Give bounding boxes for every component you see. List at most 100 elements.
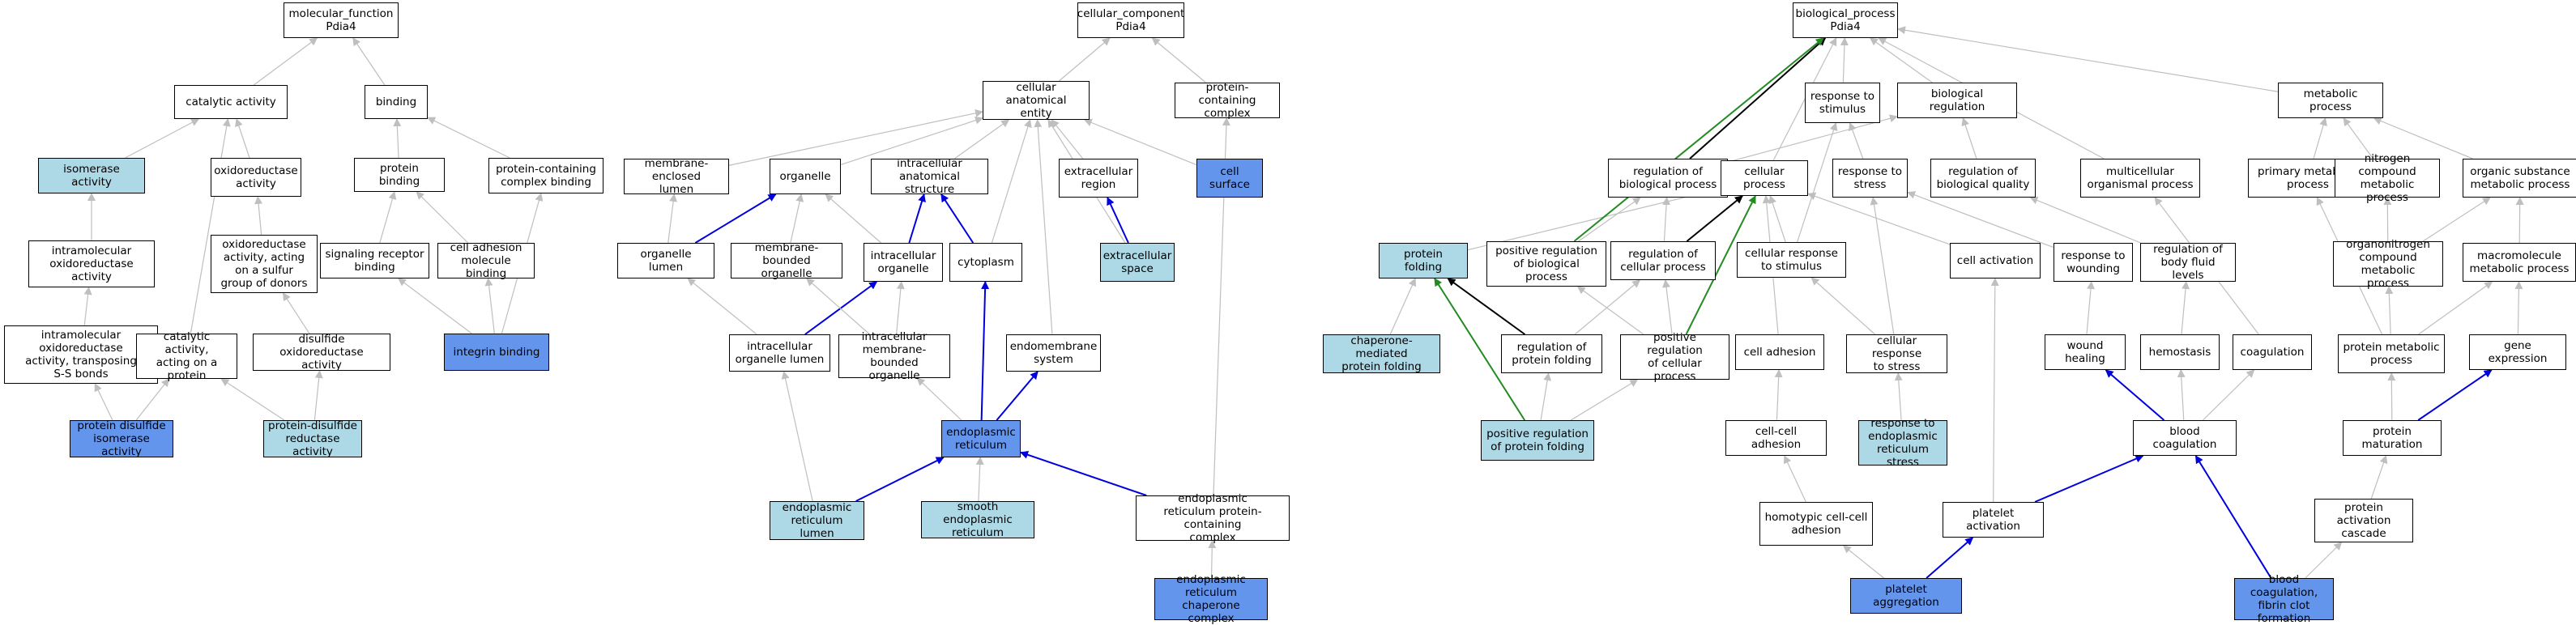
go-term-node-reg-bio-quality[interactable]: regulation of biological quality xyxy=(1930,159,2036,198)
go-term-node-endomembrane[interactable]: endomembrane system xyxy=(1006,334,1101,372)
go-term-node-organonitrogen[interactable]: organonitrogen compound metabolic proces… xyxy=(2333,238,2443,290)
go-term-node-intracellular-structure[interactable]: intracellular anatomical structure xyxy=(871,157,988,196)
go-term-node-protein-metabolic[interactable]: protein metabolic process xyxy=(2338,334,2445,373)
go-term-node-cae[interactable]: cellular anatomical entity xyxy=(983,81,1090,120)
go-term-node-pc-complex-binding[interactable]: protein-containing complex binding xyxy=(488,158,603,193)
go-term-node-membrane-enclosed[interactable]: membrane-enclosed lumen xyxy=(624,157,729,196)
go-term-node-mf-root[interactable]: molecular_function Pdia4 xyxy=(284,2,399,38)
edge-membrane_enclosed-to-cae xyxy=(728,108,983,166)
go-term-node-organelle-lumen[interactable]: organelle lumen xyxy=(617,243,714,278)
go-term-node-protein-folding[interactable]: protein folding xyxy=(1379,243,1468,278)
go-term-node-er-chaperone[interactable]: endoplasmic reticulum chaperone complex xyxy=(1154,573,1268,625)
go-term-node-bp-root[interactable]: biological_process Pdia4 xyxy=(1793,2,1898,38)
go-term-node-cell-adhesion-binding[interactable]: cell adhesion molecule binding xyxy=(437,241,535,280)
go-term-node-protein-maturation[interactable]: protein maturation xyxy=(2343,420,2442,456)
go-term-node-protein-binding[interactable]: protein binding xyxy=(354,158,445,192)
edge-homotypic-to-cell_cell_adhesion xyxy=(1784,455,1806,503)
go-term-node-extracellular-region[interactable]: extracellular region xyxy=(1059,159,1138,198)
edge-extracellular_region-to-cae xyxy=(1051,119,1084,159)
go-term-node-pos-reg-protein-folding[interactable]: positive regulation of protein folding xyxy=(1481,420,1594,461)
go-term-node-organic-substance[interactable]: organic substance metabolic process xyxy=(2463,159,2576,198)
go-term-node-pos-reg-bio[interactable]: positive regulation of biological proces… xyxy=(1486,241,1606,287)
go-term-node-cell-cell-adhesion[interactable]: cell-cell adhesion xyxy=(1725,420,1827,456)
edge-resp_wounding-to-response_stress xyxy=(1907,191,2054,249)
go-term-node-catalytic[interactable]: catalytic activity xyxy=(174,85,288,119)
go-term-node-homotypic[interactable]: homotypic cell-cell adhesion xyxy=(1759,502,1873,546)
edge-response_stress-to-response_stimulus xyxy=(1849,122,1864,159)
go-term-node-response-stimulus[interactable]: response to stimulus xyxy=(1805,83,1880,123)
go-term-node-reg-cellular[interactable]: regulation of cellular process xyxy=(1610,241,1716,280)
go-term-node-pd-reductase[interactable]: protein-disulfide reductase activity xyxy=(263,419,362,458)
edge-pos_reg_bio-to-bp_root xyxy=(1573,37,1824,242)
edge-protein_folding-to-cellular_process xyxy=(1467,186,1721,251)
go-term-node-coagulation[interactable]: coagulation xyxy=(2233,334,2312,370)
go-term-node-hemostasis[interactable]: hemostasis xyxy=(2140,334,2220,370)
go-term-node-oxido-sulfur[interactable]: oxidoreductase activity, acting on a sul… xyxy=(211,235,318,293)
edge-reg_protein_folding-to-protein_folding xyxy=(1447,278,1526,335)
go-term-node-reg-body-fluid[interactable]: regulation of body fluid levels xyxy=(2140,243,2236,282)
go-term-node-cell-resp-stress[interactable]: cellular response to stress xyxy=(1846,334,1947,373)
go-term-node-signaling-receptor[interactable]: signaling receptor binding xyxy=(320,243,429,278)
edge-platelet_activation-to-blood_coagulation xyxy=(2034,454,2144,503)
go-term-node-catalytic-protein[interactable]: catalytic activity, acting on a protein xyxy=(136,330,237,382)
go-term-node-oxidoreductase[interactable]: oxidoreductase activity xyxy=(211,158,301,197)
edge-intracellular_structure-to-cae xyxy=(953,119,1010,159)
edge-endomembrane-to-cae xyxy=(1034,119,1053,335)
go-term-node-response-stress[interactable]: response to stress xyxy=(1832,159,1908,198)
go-term-node-pc-complex[interactable]: protein-containing complex xyxy=(1175,81,1280,120)
edge-fibrin_clot-to-protein_activation_cascade xyxy=(2305,542,2343,579)
go-term-node-resp-er-stress[interactable]: response to endoplasmic reticulum stress xyxy=(1858,417,1947,469)
go-term-node-gene-expression[interactable]: gene expression xyxy=(2469,334,2566,370)
edge-cell_resp_stimulus-to-cellular_process xyxy=(1768,195,1786,243)
go-term-node-intracellular-organelle[interactable]: intracellular organelle xyxy=(864,243,943,282)
go-term-node-metabolic[interactable]: metabolic process xyxy=(2278,83,2383,118)
go-term-node-imb-organelle[interactable]: intracellular membrane-bounded organelle xyxy=(838,330,950,382)
go-term-node-cell-activation[interactable]: cell activation xyxy=(1950,243,2041,278)
go-term-node-wound-healing[interactable]: wound healing xyxy=(2045,334,2126,370)
go-term-node-pdi-isomerase[interactable]: protein disulfide isomerase activity xyxy=(70,419,173,458)
edge-organonitrogen-to-organic_substance xyxy=(2422,197,2491,242)
edge-platelet_aggregation-to-platelet_activation xyxy=(1926,537,1974,579)
go-term-node-fibrin-clot[interactable]: blood coagulation, fibrin clot formation xyxy=(2234,573,2334,625)
go-term-node-intramol-oxido[interactable]: intramolecular oxidoreductase activity xyxy=(28,240,155,287)
go-term-node-disulfide-oxido[interactable]: disulfide oxidoreductase activity xyxy=(253,333,390,372)
go-term-node-cc-root[interactable]: cellular_component Pdia4 xyxy=(1077,2,1184,38)
go-term-node-integrin[interactable]: integrin binding xyxy=(444,334,549,371)
go-term-node-organelle[interactable]: organelle xyxy=(770,159,841,194)
go-term-node-reg-bio-process[interactable]: regulation of biological process xyxy=(1608,159,1728,198)
go-term-node-platelet-aggregation[interactable]: platelet aggregation xyxy=(1850,578,1962,614)
go-term-node-binding[interactable]: binding xyxy=(365,85,428,119)
go-term-node-nitrogen-compound[interactable]: nitrogen compound metabolic process xyxy=(2335,152,2440,204)
go-term-node-multicellular[interactable]: multicellular organismal process xyxy=(2080,159,2200,198)
go-term-node-cell-adhesion[interactable]: cell adhesion xyxy=(1735,334,1824,370)
edge-blood_coagulation-to-hemostasis xyxy=(2177,369,2186,421)
go-term-node-resp-wounding[interactable]: response to wounding xyxy=(2054,243,2133,282)
edge-io_lumen-to-organelle_lumen xyxy=(687,278,757,335)
edge-hemostasis-to-reg_body_fluid xyxy=(2181,281,2190,335)
edge-intramol_transposing-to-intramol_oxido xyxy=(83,287,92,326)
go-term-node-extracellular-space[interactable]: extracellular space xyxy=(1100,243,1175,282)
go-term-node-cell-surface[interactable]: cell surface xyxy=(1196,159,1263,198)
go-term-node-er-pc-complex[interactable]: endoplasmic reticulum protein-containing… xyxy=(1136,492,1290,544)
go-term-node-blood-coagulation[interactable]: blood coagulation xyxy=(2133,420,2237,456)
edge-smooth_er-to-er xyxy=(975,457,984,502)
go-term-node-isomerase[interactable]: isomerase activity xyxy=(38,158,145,193)
go-term-node-chaperone-folding[interactable]: chaperone-mediated protein folding xyxy=(1323,334,1440,373)
edge-platelet_activation-to-cell_activation xyxy=(1990,278,1999,503)
go-term-node-biological-regulation[interactable]: biological regulation xyxy=(1897,83,2017,118)
go-term-node-io-lumen[interactable]: intracellular organelle lumen xyxy=(729,334,830,372)
go-term-node-cell-resp-stimulus[interactable]: cellular response to stimulus xyxy=(1737,242,1846,278)
go-term-node-smooth-er[interactable]: smooth endoplasmic reticulum xyxy=(921,500,1034,539)
go-term-node-cytoplasm[interactable]: cytoplasm xyxy=(949,243,1022,282)
go-term-node-er-lumen[interactable]: endoplasmic reticulum lumen xyxy=(770,501,864,540)
go-term-node-membrane-bounded[interactable]: membrane-bounded organelle xyxy=(731,241,842,280)
go-term-node-cellular-process[interactable]: cellular process xyxy=(1721,160,1808,196)
edge-cell_activation-to-cellular_process xyxy=(1807,192,1951,245)
go-term-node-pos-reg-cellular[interactable]: positive regulation of cellular process xyxy=(1620,331,1729,383)
go-term-node-reg-protein-folding[interactable]: regulation of protein folding xyxy=(1501,334,1602,373)
go-term-node-platelet-activation[interactable]: platelet activation xyxy=(1943,502,2044,538)
go-term-node-macromolecule[interactable]: macromolecule metabolic process xyxy=(2463,243,2576,282)
go-term-node-protein-activation-cascade[interactable]: protein activation cascade xyxy=(2314,499,2413,542)
go-term-node-intramol-transposing[interactable]: intramolecular oxidoreductase activity, … xyxy=(4,325,158,384)
go-term-node-er[interactable]: endoplasmic reticulum xyxy=(941,420,1021,457)
